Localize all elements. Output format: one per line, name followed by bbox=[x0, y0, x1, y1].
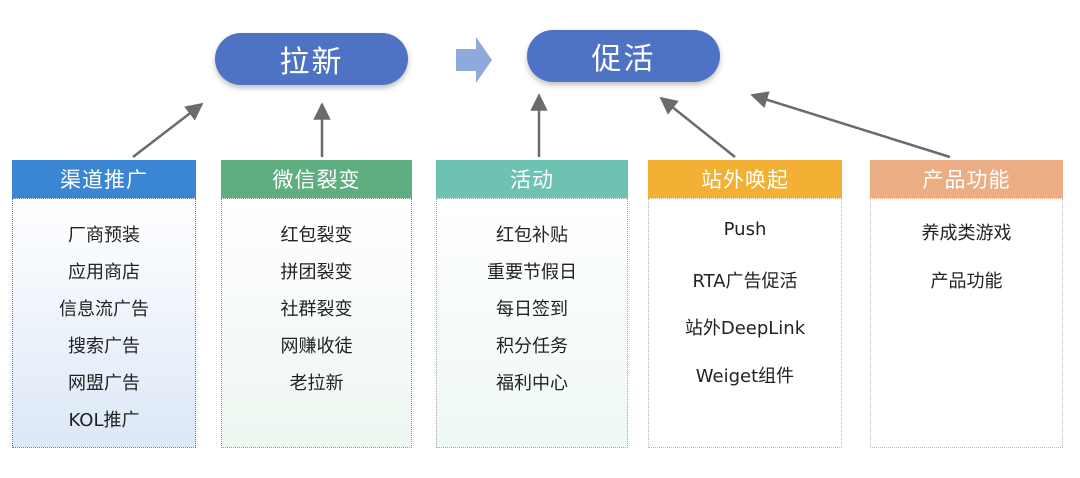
list-item: 搜索广告 bbox=[68, 336, 140, 357]
list-item: 养成类游戏 bbox=[921, 223, 1012, 244]
list-item: 网盟广告 bbox=[68, 373, 140, 394]
column-header: 微信裂变 bbox=[221, 160, 412, 198]
list-item: KOL推广 bbox=[68, 410, 140, 431]
list-item: 信息流广告 bbox=[59, 299, 149, 320]
column-header: 渠道推广 bbox=[12, 160, 196, 198]
list-item: 福利中心 bbox=[496, 373, 568, 394]
list-item: Weiget组件 bbox=[695, 365, 795, 387]
connector-arrow bbox=[750, 91, 951, 159]
list-item: RTA广告促活 bbox=[692, 270, 798, 292]
list-item: 重要节假日 bbox=[487, 262, 577, 283]
column-body: 厂商预装 应用商店 信息流广告 搜索广告 网盟广告 KOL推广 bbox=[12, 198, 196, 448]
column-body: 红包裂变 拼团裂变 社群裂变 网赚收徒 老拉新 bbox=[221, 198, 412, 448]
column-title: 活动 bbox=[510, 168, 554, 192]
list-item: 产品功能 bbox=[930, 270, 1003, 292]
goal-pill-acquisition: 拉新 bbox=[215, 33, 408, 85]
column-header: 站外唤起 bbox=[648, 160, 842, 198]
list-item: 社群裂变 bbox=[280, 299, 353, 320]
goal-label-activation: 促活 bbox=[591, 42, 656, 77]
column-title: 产品功能 bbox=[922, 168, 1011, 192]
list-item: 网赚收徒 bbox=[280, 336, 353, 357]
list-item: 红包裂变 bbox=[280, 225, 353, 246]
goal-label-acquisition: 拉新 bbox=[279, 45, 344, 80]
list-item: 积分任务 bbox=[496, 336, 568, 357]
list-item: 应用商店 bbox=[68, 262, 140, 283]
goal-pill-activation: 促活 bbox=[527, 30, 720, 82]
column-body: Push RTA广告促活 站外DeepLink Weiget组件 bbox=[648, 198, 842, 448]
list-item: 老拉新 bbox=[289, 373, 344, 394]
list-item: 拼团裂变 bbox=[280, 262, 353, 283]
column-title: 站外唤起 bbox=[701, 168, 789, 192]
column-title: 微信裂变 bbox=[272, 168, 361, 192]
connector-arrow bbox=[132, 102, 204, 158]
column-header: 产品功能 bbox=[870, 160, 1063, 198]
column-body: 养成类游戏 产品功能 bbox=[870, 198, 1063, 448]
list-item: 厂商预装 bbox=[68, 225, 140, 246]
right-block-arrow-icon bbox=[456, 37, 492, 83]
list-item: 站外DeepLink bbox=[684, 318, 806, 339]
column-title: 渠道推广 bbox=[60, 168, 148, 192]
list-item: Push bbox=[723, 219, 767, 240]
list-item: 红包补贴 bbox=[496, 225, 568, 246]
column-body: 红包补贴 重要节假日 每日签到 积分任务 福利中心 bbox=[436, 198, 628, 448]
list-item: 每日签到 bbox=[496, 299, 568, 320]
connector-arrow bbox=[659, 96, 736, 158]
column-header: 活动 bbox=[436, 160, 628, 198]
